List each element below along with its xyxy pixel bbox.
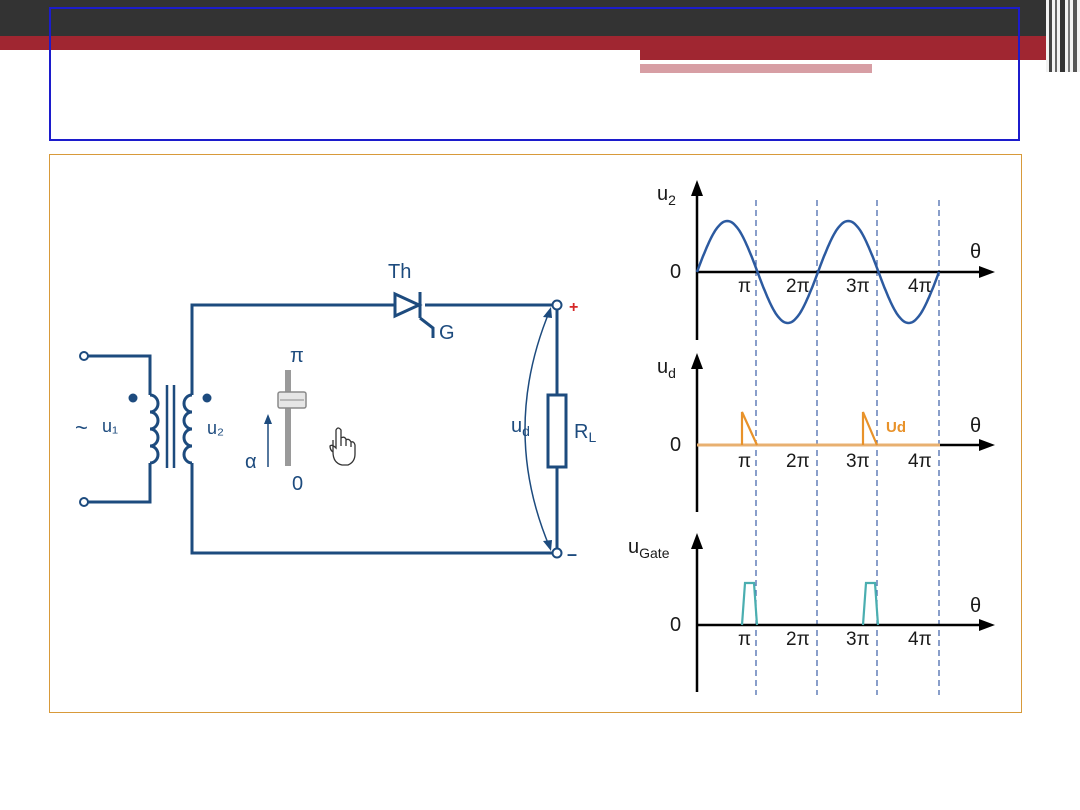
gate-label: G <box>439 322 455 344</box>
slider-max-label: π <box>290 345 304 367</box>
header-accent-strip-right <box>640 50 1046 60</box>
thyristor-label: Th <box>388 261 411 283</box>
plus-sign: + <box>569 299 578 316</box>
ud-tick-pi: π <box>738 451 751 472</box>
ud-tick-4pi: 4π <box>908 451 932 472</box>
ud-pulse-2 <box>861 411 879 446</box>
u2-tick-pi: π <box>738 276 751 297</box>
ugate-x-arrow <box>979 619 995 631</box>
u2-y-arrow <box>691 180 703 196</box>
ac-source-symbol: ~ <box>75 415 88 440</box>
transformer-core <box>165 385 176 468</box>
header-accent-stripe <box>0 36 1046 50</box>
ugate-theta-label: θ <box>970 595 981 617</box>
gate-pulse-1 <box>740 581 759 626</box>
u2-zero-label: 0 <box>670 261 681 283</box>
ud-theta-label: θ <box>970 415 981 437</box>
u2-axis-label: u2 <box>657 183 676 208</box>
ud-pulse-1 <box>740 411 759 446</box>
output-terminal-plus <box>551 299 563 311</box>
content-frame <box>49 154 1022 713</box>
secondary-coil <box>182 393 193 465</box>
ugate-tick-3pi: 3π <box>846 629 870 650</box>
ugate-tick-4pi: 4π <box>908 629 932 650</box>
u2-tick-2pi: 2π <box>786 276 810 297</box>
output-voltage-label: ud <box>511 415 530 439</box>
slider-min-label: 0 <box>292 473 303 495</box>
ud-tick-3pi: 3π <box>846 451 870 472</box>
ud-x-arrow <box>979 439 995 451</box>
load-resistor-label: RL <box>574 421 596 445</box>
header-decoration <box>1046 0 1080 72</box>
output-terminal-minus <box>551 547 563 559</box>
u2-x-arrow <box>979 266 995 278</box>
ugate-tick-pi: π <box>738 629 751 650</box>
alpha-label: α <box>245 451 257 473</box>
ugate-y-arrow <box>691 533 703 549</box>
u2-tick-3pi: 3π <box>846 276 870 297</box>
primary-voltage-label: u₁ <box>102 416 118 436</box>
primary-polarity-dot <box>128 393 138 403</box>
u2-theta-label: θ <box>970 241 981 263</box>
ud-voltage-arc <box>524 309 551 549</box>
ugate-axis-label: uGate <box>628 536 670 561</box>
secondary-polarity-dot <box>202 393 212 403</box>
gate-pulse-2 <box>861 581 880 626</box>
thyristor-symbol <box>393 291 423 319</box>
secondary-voltage-label: u₂ <box>207 418 224 438</box>
load-resistor <box>546 393 568 469</box>
slide-title-box <box>49 7 1020 141</box>
primary-terminal-top <box>79 351 89 361</box>
ud-axis-label: ud <box>657 356 676 381</box>
phase-guide-lines <box>755 200 940 695</box>
ud-y-arrow <box>691 353 703 369</box>
ugate-tick-2pi: 2π <box>786 629 810 650</box>
u2-tick-4pi: 4π <box>908 276 932 297</box>
ud-tag-label: Ud <box>886 419 906 436</box>
header-accent-strip-white <box>872 70 1046 73</box>
primary-terminal-bottom <box>79 497 89 507</box>
u2-sine-wave <box>695 219 941 325</box>
header-accent-strip-pink <box>640 64 872 73</box>
primary-coil <box>149 393 160 465</box>
minus-sign: – <box>567 544 577 564</box>
ud-zero-label: 0 <box>670 434 681 456</box>
ud-tick-2pi: 2π <box>786 451 810 472</box>
header-bar <box>0 0 1080 36</box>
ugate-zero-label: 0 <box>670 614 681 636</box>
hand-pointer-icon <box>329 427 356 466</box>
